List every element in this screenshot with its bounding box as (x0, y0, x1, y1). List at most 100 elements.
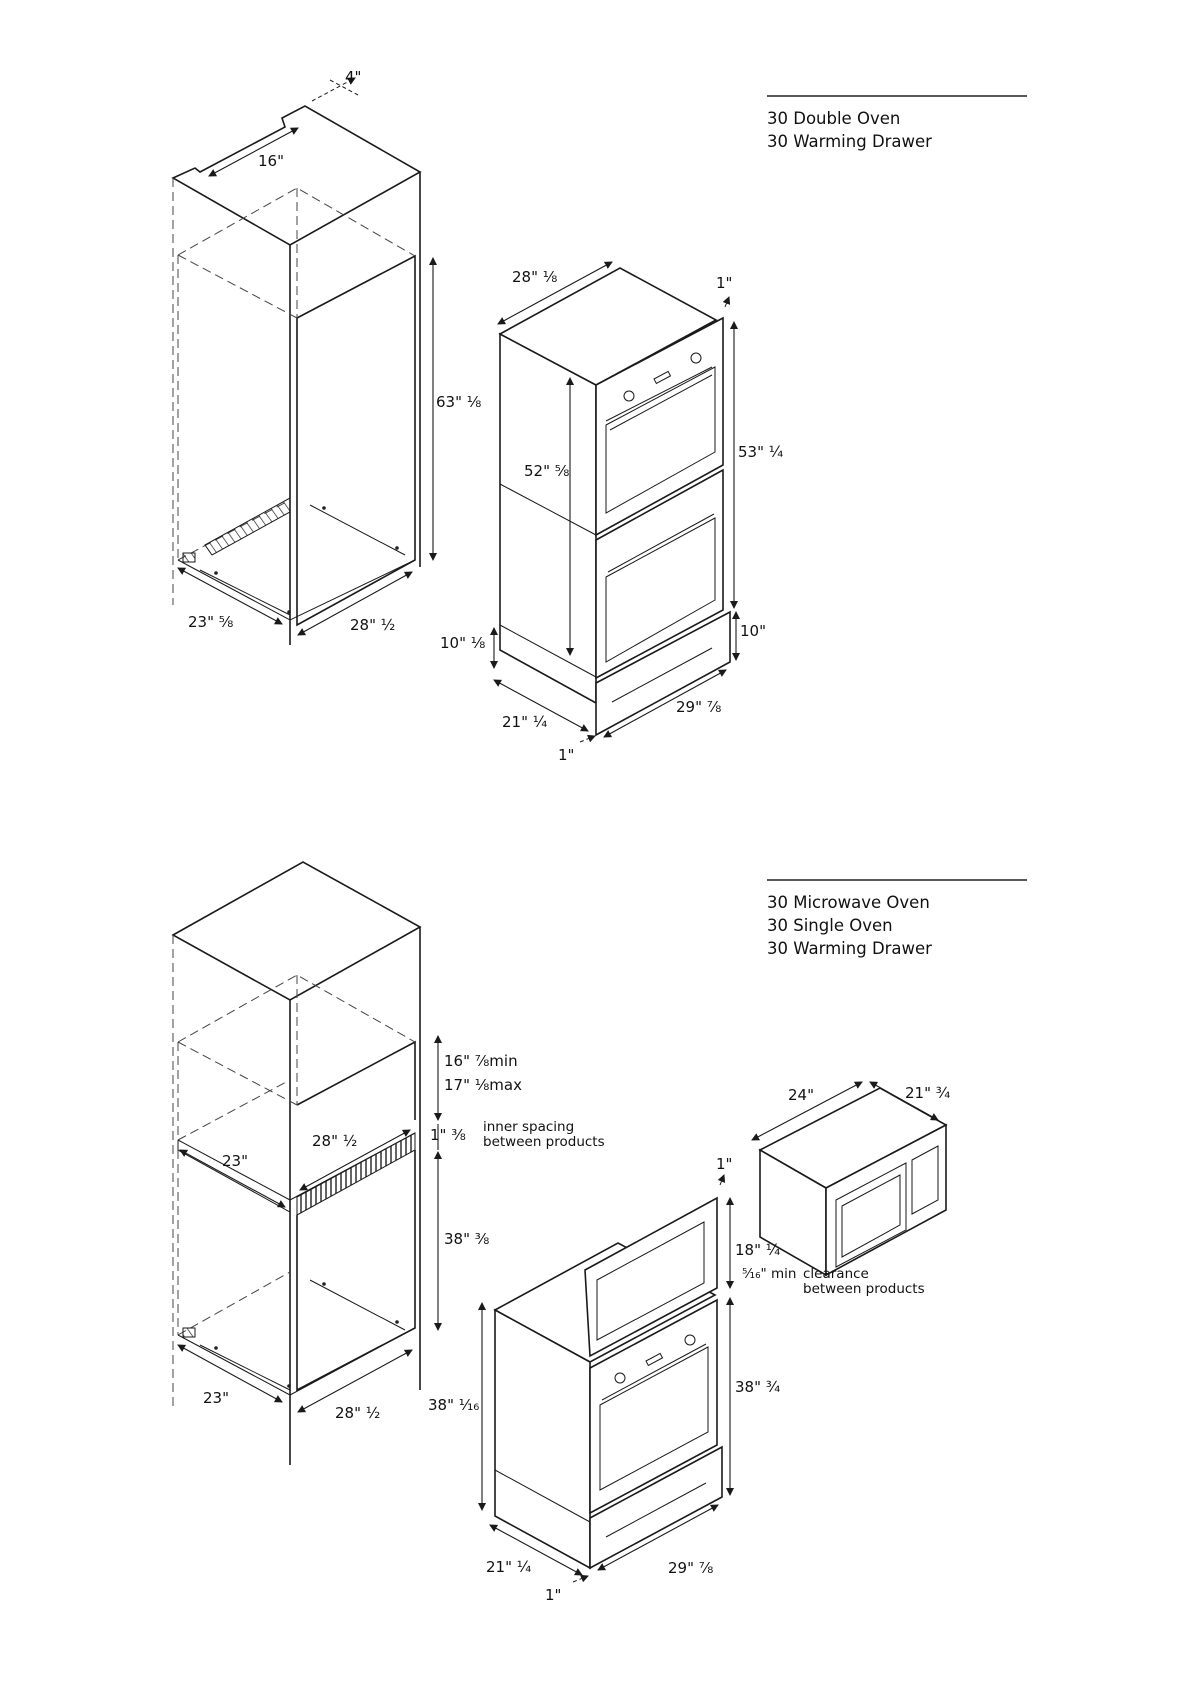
microwave-window-inner (841, 1174, 901, 1258)
microwave-window (835, 1162, 907, 1268)
cabinet2-screw-2 (287, 1384, 291, 1388)
cabinet1-top-face (171, 105, 422, 246)
cabinet1-corner-vent (182, 552, 196, 563)
cabinet2-upper-width-dim (299, 1129, 411, 1191)
microwave-depth-label: 21" ¾ (905, 1084, 951, 1102)
microwave-control-panel (911, 1145, 939, 1215)
cabinet1-width-label: 23" ⅝ (188, 613, 233, 631)
oven1-front-width-dim (603, 669, 727, 738)
cabinet2-upper-depth-dim (179, 1149, 286, 1208)
single-oven-knob-left (614, 1372, 626, 1384)
stack2-body-height-label: 38" ¹⁄₁₆ (428, 1396, 479, 1414)
oven1-depth-dim (493, 679, 589, 732)
cabinet1-notch-width-dim (208, 127, 299, 177)
stack2-front-height-label: 38" ¾ (735, 1378, 781, 1396)
section1-title-2: 30 Warming Drawer (767, 132, 932, 151)
lower-oven-handle (607, 513, 715, 573)
stack2-depth-label: 21" ¼ (486, 1558, 532, 1576)
oven1-body-height-label: 52" ⅝ (524, 462, 569, 480)
cabinet2-upper-hidden-floor (177, 1079, 291, 1141)
cabinet2-lower-width-label: 28" ½ (335, 1404, 380, 1422)
single-oven-knob-right (684, 1334, 696, 1346)
section2-title-1: 30 Microwave Oven (767, 893, 930, 912)
oven1-depth-label: 21" ¼ (502, 713, 548, 731)
cabinet1-depth-label: 28" ½ (350, 616, 395, 634)
section2-title-3: 30 Warming Drawer (767, 939, 932, 958)
cabinet1-hidden-top-back (177, 187, 416, 257)
section1-title-1: 30 Double Oven (767, 109, 900, 128)
clearance-line1: clearance (803, 1266, 869, 1282)
stack2-drawer-seam (494, 1469, 591, 1523)
oven1-front-offset-label: 1" (716, 274, 732, 292)
upper-oven-window (605, 366, 716, 514)
microwave-width-label: 24" (788, 1086, 814, 1104)
cabinet2-spacing-value: 1" ⅜ (430, 1126, 466, 1144)
cabinet2-lower-depth-label: 23" (203, 1389, 229, 1407)
cabinet1-screw-3 (322, 506, 326, 510)
cabinet2-upper-opening (296, 1040, 416, 1120)
single-oven-window (599, 1346, 709, 1491)
cabinet1-notch-depth-label: 4" (345, 68, 361, 86)
cabinet2-upper-hidden-left (177, 1041, 298, 1106)
builtin-microwave-height-label: 18" ¼ (735, 1241, 781, 1259)
cabinet1-floor-vent (204, 497, 291, 556)
cabinet2-lower-height-label: 38" ⅜ (444, 1230, 489, 1248)
cabinet1-notch-depth-arrow (311, 77, 356, 102)
clearance-value: ⁵⁄₁₆" min (742, 1266, 796, 1282)
single-oven-door (589, 1298, 718, 1515)
cabinet1-floor-rail-right (309, 504, 406, 556)
cabinet1-screw-4 (395, 546, 399, 550)
lower-oven-door (595, 468, 724, 680)
stack2-bottom-offset-dim (572, 1574, 589, 1583)
microwave-front (825, 1123, 947, 1277)
oven1-front-width-label: 29" ⅞ (676, 698, 721, 716)
section2-titles: 30 Microwave Oven 30 Single Oven 30 Warm… (767, 879, 1027, 958)
cabinet2-screw-1 (214, 1346, 218, 1350)
cabinet2-lower-width-dim (297, 1349, 413, 1413)
cabinet1-depth-dim (297, 571, 413, 636)
single-oven-handle (601, 1343, 707, 1401)
upper-oven-door (595, 316, 724, 537)
section2-microwave: 24" 21" ¾ (751, 1081, 951, 1277)
stack2-front-width-dim (597, 1504, 719, 1571)
section2-title-2: 30 Single Oven (767, 916, 893, 935)
cabinet2-lower-opening (296, 1150, 416, 1392)
section1-appliance: 28" ⅛ 1" 53" ¼ 52" ⅝ 10" ⅛ 10" 21" ¼ 29"… (440, 261, 784, 764)
clearance-line2: between products (803, 1281, 925, 1297)
upper-oven-knob-right (690, 352, 702, 364)
oven1-bottom-offset-label: 1" (558, 746, 574, 764)
stack2-depth-dim (489, 1524, 583, 1576)
cabinet2-screw-3 (322, 1282, 326, 1286)
drawer1-body-height-label: 10" ⅛ (440, 634, 485, 652)
stack2-front-offset-label: 1" (716, 1155, 732, 1173)
cabinet2-lower-floor-rail (199, 1344, 291, 1391)
cabinet1-floor-rail (199, 569, 291, 616)
microwave-width-dim (751, 1081, 863, 1141)
oven1-drawer-seam (499, 624, 597, 678)
upper-oven-knob-left (623, 390, 635, 402)
oven1-bottom-offset-dim (579, 734, 596, 743)
oven1-front-offset-dim (722, 296, 731, 308)
cabinet2-screw-4 (395, 1320, 399, 1324)
section2-appliance: 1" 18" ¼ ⁵⁄₁₆" min clearance between pro… (428, 1155, 925, 1604)
cabinet1-hidden-top-left (177, 254, 298, 319)
section1-cabinet: 4" 16" 63" ⅛ 23" ⅝ 28" ½ (171, 68, 481, 645)
cabinet2-upper-max-label: 17" ⅛max (444, 1076, 522, 1094)
cabinet2-upper-width-label: 28" ½ (312, 1132, 357, 1150)
cabinet1-screw-2 (287, 610, 291, 614)
cabinet2-lower-hidden-floor (177, 1271, 291, 1336)
cabinet1-width-dim (177, 567, 283, 625)
drawer1-height-label: 10" (740, 622, 766, 640)
upper-oven-handle-top (605, 366, 713, 422)
cabinet2-spacing-line1: inner spacing (483, 1119, 574, 1135)
oven1-width-label: 28" ⅛ (512, 268, 557, 286)
section1-titles: 30 Double Oven 30 Warming Drawer (767, 95, 1027, 151)
cabinet2-upper-hidden-top (177, 974, 416, 1043)
oven1-width-dim (497, 261, 613, 325)
cabinet1-notch-depth-dim (329, 79, 359, 96)
upper-oven-handle (609, 374, 713, 431)
cabinet2-lower-floor-rail-right (309, 1279, 406, 1331)
oven1-side-panel (499, 332, 597, 705)
cabinet2-lower-depth-dim (177, 1344, 283, 1403)
